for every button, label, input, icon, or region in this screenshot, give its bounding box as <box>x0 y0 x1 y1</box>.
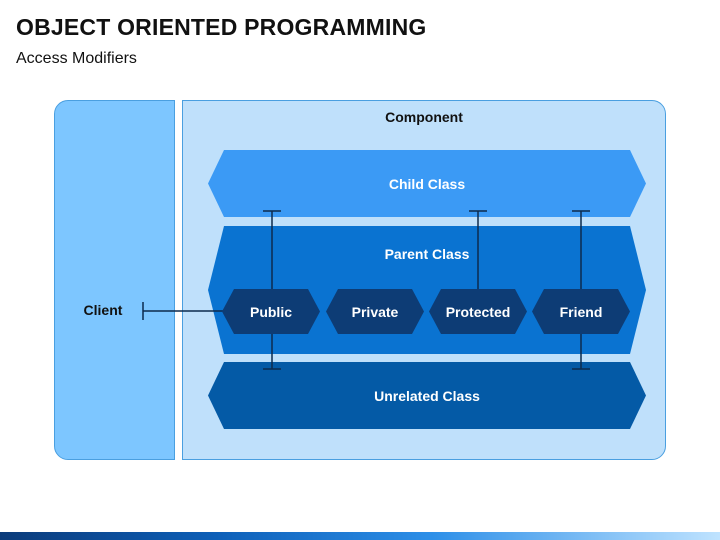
modifier-protected-label: Protected <box>445 303 511 320</box>
client-panel <box>54 100 175 460</box>
modifier-friend-label: Friend <box>559 303 603 320</box>
child-class-label: Child Class <box>388 175 466 192</box>
modifier-protected: Protected <box>429 289 527 334</box>
unrelated-class-block: Unrelated Class <box>208 362 646 429</box>
child-class-block: Child Class <box>208 150 646 217</box>
footer-gradient-bar <box>0 532 720 540</box>
modifier-public: Public <box>222 289 320 334</box>
modifier-public-label: Public <box>249 303 292 320</box>
client-label: Client <box>83 302 123 318</box>
modifier-private: Private <box>326 289 424 334</box>
modifier-private-label: Private <box>351 303 399 320</box>
component-label: Component <box>385 109 463 125</box>
slide-title: OBJECT ORIENTED PROGRAMMING <box>16 14 427 40</box>
modifier-friend: Friend <box>532 289 630 334</box>
unrelated-class-label: Unrelated Class <box>374 387 480 404</box>
parent-class-label: Parent Class <box>384 246 470 262</box>
slide-subtitle: Access Modifiers <box>16 50 137 67</box>
